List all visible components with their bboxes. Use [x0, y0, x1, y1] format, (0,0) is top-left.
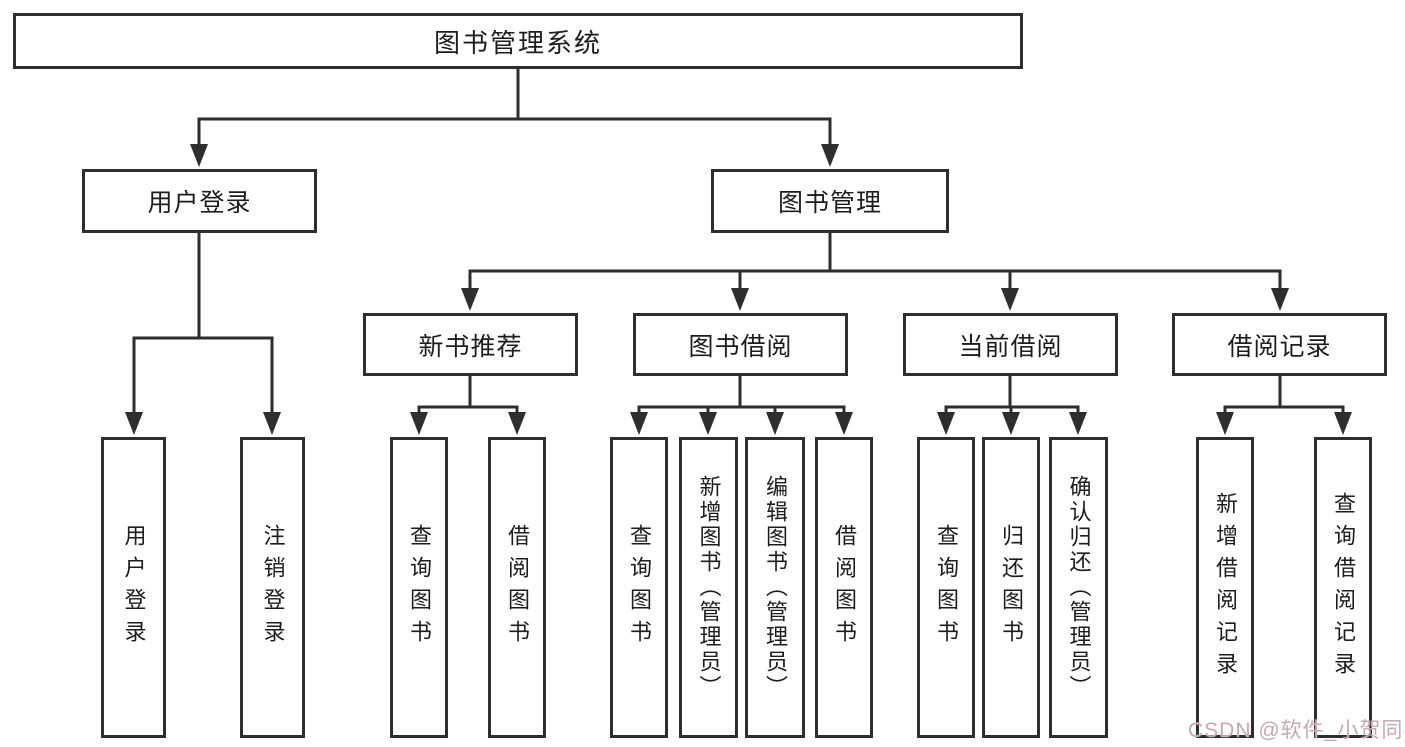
csdn-watermark: CSDN @软件_小贺同学 — [1188, 719, 1405, 742]
node-new-book-recommend: 新书推荐 — [363, 313, 578, 376]
node-current-borrow: 当前借阅 — [903, 313, 1118, 376]
leaf-borrow-books-borrow: 借阅图书 — [815, 437, 873, 738]
leaf-user-login: 用户登录 — [101, 437, 166, 738]
node-book-management: 图书管理 — [711, 169, 949, 233]
leaf-query-books-recommend: 查询图书 — [390, 437, 448, 738]
leaf-borrow-books-recommend: 借阅图书 — [488, 437, 546, 738]
leaf-query-books-current: 查询图书 — [917, 437, 975, 738]
leaf-return-books: 归还图书 — [982, 437, 1040, 738]
leaf-query-borrow-record: 查询借阅记录 — [1314, 437, 1372, 738]
leaf-edit-book-admin: 编辑图书（管理员） — [745, 437, 805, 738]
leaf-add-borrow-record: 新增借阅记录 — [1196, 437, 1254, 738]
arrowheads — [125, 144, 1352, 435]
leaf-add-book-admin: 新增图书（管理员） — [679, 437, 738, 738]
leaf-logout: 注销登录 — [240, 437, 305, 738]
node-library-system: 图书管理系统 — [13, 13, 1023, 69]
leaf-confirm-return-admin: 确认归还（管理员） — [1049, 437, 1108, 738]
leaf-query-books-borrow: 查询图书 — [610, 437, 668, 738]
node-borrow-records: 借阅记录 — [1172, 313, 1387, 376]
node-book-borrow: 图书借阅 — [633, 313, 848, 376]
node-user-login: 用户登录 — [82, 169, 317, 233]
